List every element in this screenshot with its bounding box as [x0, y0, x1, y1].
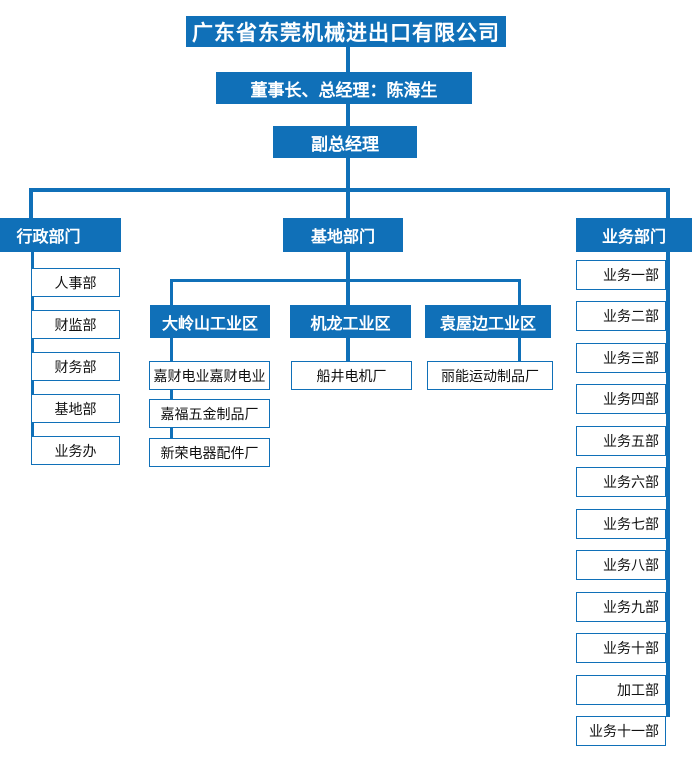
- connector-drop-left: [29, 188, 33, 218]
- node-business-child: 业务六部: [576, 467, 666, 497]
- node-admin-child: 财务部: [31, 352, 120, 381]
- node-business-child: 业务十部: [576, 633, 666, 663]
- connector-level1-hline: [29, 188, 670, 192]
- connector-spine-dalingshan: [170, 279, 173, 439]
- connector-spine-admin: [31, 252, 34, 437]
- connector-level2-hline: [170, 279, 521, 282]
- node-business-child: 业务五部: [576, 426, 666, 456]
- node-factory: 新荣电器配件厂: [149, 438, 270, 467]
- node-business-child: 业务八部: [576, 550, 666, 580]
- node-factory: 丽能运动制品厂: [427, 361, 553, 390]
- node-business-child: 业务十一部: [576, 716, 666, 746]
- node-business-child: 业务二部: [576, 301, 666, 331]
- node-business-child: 业务九部: [576, 592, 666, 622]
- node-zone-jilong: 机龙工业区: [290, 305, 411, 338]
- connector-spine-business: [666, 252, 670, 717]
- node-admin-child: 人事部: [31, 268, 120, 297]
- node-business-child: 业务四部: [576, 384, 666, 414]
- node-business-child: 业务七部: [576, 509, 666, 539]
- node-chairman: 董事长、总经理：陈海生: [216, 72, 472, 104]
- node-factory: 嘉财电业嘉财电业: [149, 361, 270, 390]
- node-base-dept: 基地部门: [283, 218, 403, 252]
- node-business-child: 加工部: [576, 675, 666, 705]
- node-zone-yuanwubian: 袁屋边工业区: [425, 305, 551, 338]
- node-factory: 嘉福五金制品厂: [149, 399, 270, 428]
- node-business-dept: 业务部门: [576, 218, 692, 252]
- node-business-child: 业务一部: [576, 260, 666, 290]
- node-deputy: 副总经理: [273, 126, 417, 158]
- node-admin-child: 财监部: [31, 310, 120, 339]
- node-zone-dalingshan: 大岭山工业区: [150, 305, 270, 338]
- node-company: 广东省东莞机械进出口有限公司: [186, 16, 506, 47]
- connector-drop-right: [666, 188, 670, 218]
- node-business-child: 业务三部: [576, 343, 666, 373]
- node-admin-dept: 行政部门: [0, 218, 121, 252]
- node-admin-child: 基地部: [31, 394, 120, 423]
- node-factory: 船井电机厂: [291, 361, 412, 390]
- node-admin-child: 业务办: [31, 436, 120, 465]
